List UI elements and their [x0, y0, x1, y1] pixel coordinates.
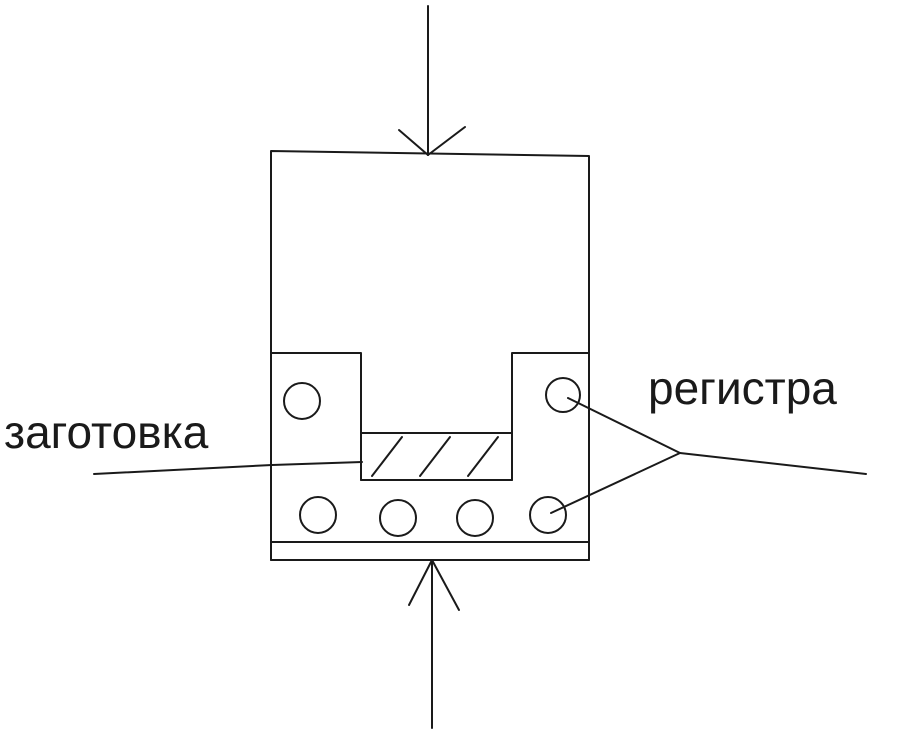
base-plate	[270, 541, 590, 561]
bottom-force-arrow	[408, 559, 460, 729]
register-leader-lines	[550, 397, 867, 514]
register-channel	[529, 496, 567, 534]
register-channel	[299, 496, 337, 534]
register-channel	[379, 499, 417, 537]
upper-die	[270, 150, 590, 354]
register-channel	[456, 499, 494, 537]
workpiece-label: заготовка	[4, 406, 209, 458]
register-channels	[283, 377, 581, 537]
workpiece-leader-line	[93, 461, 363, 475]
top-force-arrow	[398, 5, 466, 156]
register-channel	[283, 382, 321, 420]
register-channel	[545, 377, 581, 413]
registers-label: регистра	[648, 362, 837, 414]
lower-die	[270, 352, 590, 561]
workpiece	[360, 432, 513, 481]
